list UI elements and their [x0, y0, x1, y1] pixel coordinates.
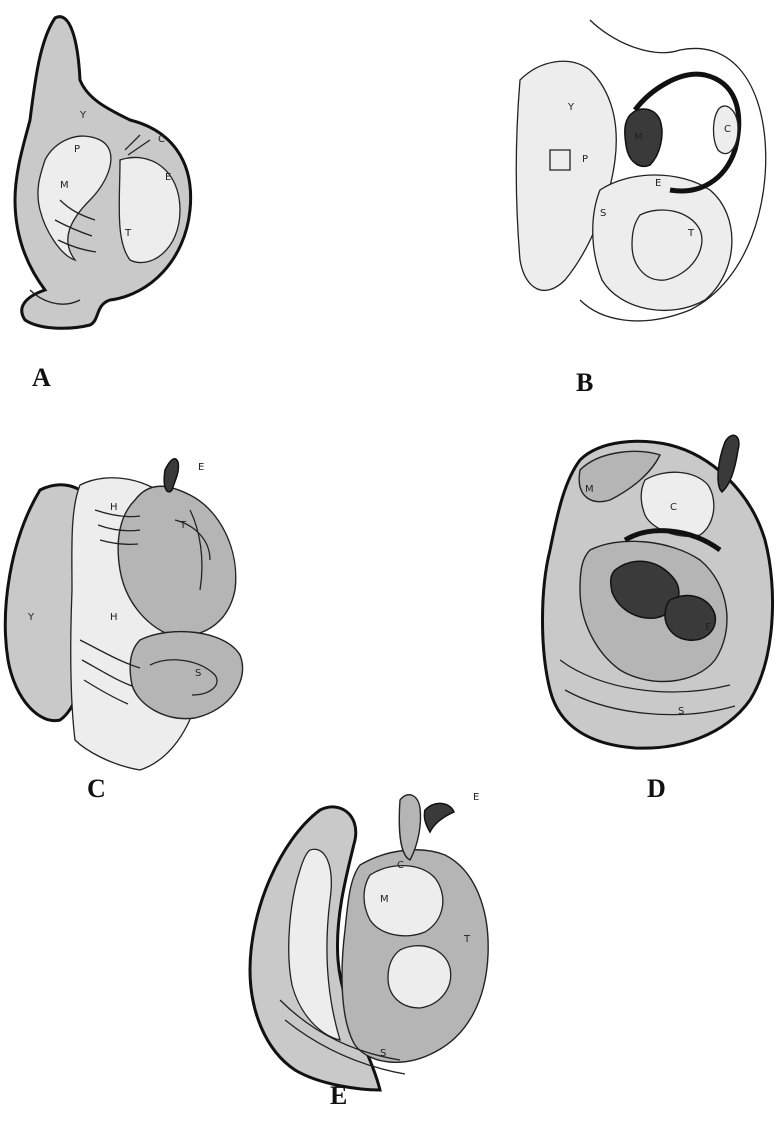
fig-b-part-y: Y — [567, 102, 575, 113]
figure-d-drawing: M C E S — [540, 430, 781, 800]
fig-e-part-c: C — [397, 860, 404, 871]
fig-b-part-t: T — [687, 228, 695, 239]
fig-a-part-p: P — [74, 144, 80, 155]
fig-b-part-e: E — [655, 178, 661, 189]
figure-e-drawing: E C M T S — [240, 790, 540, 1121]
figure-b: Y M C P E S T B — [490, 0, 781, 400]
fig-d-part-c: C — [670, 502, 677, 513]
fig-d-part-s: S — [678, 706, 684, 717]
fig-e-part-s: S — [380, 1048, 386, 1059]
fig-d-part-m: M — [585, 484, 594, 495]
figure-d-label: D — [647, 774, 666, 804]
figure-d: M C E S D — [540, 430, 781, 800]
fig-c-part-e: E — [198, 462, 204, 473]
fig-e-part-e: E — [473, 792, 479, 803]
figure-a-label: A — [32, 363, 51, 393]
fig-a-part-y: Y — [79, 110, 87, 121]
fig-c-part-s: S — [195, 668, 201, 679]
fig-b-part-m: M — [634, 132, 643, 143]
figure-a-drawing: Y P C E M T — [0, 0, 260, 400]
fig-e-part-t: T — [463, 934, 471, 945]
figure-c-drawing: E H T Y H S — [0, 440, 280, 800]
fig-a-part-t: T — [124, 228, 132, 239]
fig-a-part-m: M — [60, 180, 69, 191]
fig-c-part-y: Y — [27, 612, 35, 623]
fig-e-part-m: M — [380, 894, 389, 905]
figure-c-label: C — [87, 774, 106, 804]
fig-c-part-h2: H — [110, 612, 118, 623]
figure-e-label: E — [330, 1081, 347, 1111]
fig-a-part-e: E — [165, 172, 171, 183]
figure-b-label: B — [576, 368, 593, 398]
fig-b-part-s: S — [600, 208, 606, 219]
figure-b-drawing: Y M C P E S T — [490, 0, 781, 400]
fig-d-part-e: E — [705, 622, 711, 633]
figure-c: E H T Y H S C — [0, 440, 280, 800]
fig-c-part-h1: H — [110, 502, 118, 513]
fig-a-part-c: C — [158, 134, 165, 145]
fig-b-part-p: P — [582, 154, 588, 165]
fig-c-part-t: T — [179, 520, 187, 531]
fig-b-part-c: C — [724, 124, 731, 135]
figure-e: E C M T S E — [240, 790, 540, 1121]
figure-a: Y P C E M T A — [0, 0, 260, 400]
